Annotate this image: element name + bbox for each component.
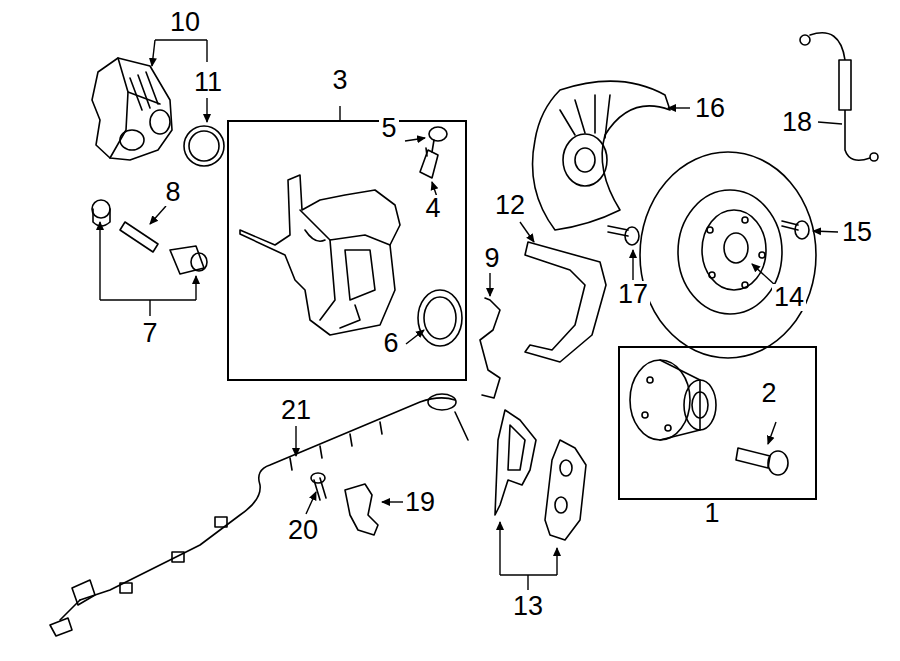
callout-number: 15: [840, 219, 874, 246]
callout-number: 20: [286, 517, 320, 544]
callout-number: 13: [511, 593, 545, 620]
callout-number: 21: [279, 397, 313, 424]
callout-number: 2: [759, 380, 778, 407]
callout-number: 4: [423, 195, 442, 222]
callout-number: 9: [482, 245, 501, 272]
callout-number: 1: [702, 500, 721, 527]
callout-number: 16: [693, 95, 727, 122]
callout-number: 14: [772, 284, 806, 311]
callout-number: 7: [140, 320, 159, 347]
callout-number: 12: [493, 192, 527, 219]
callout-number: 11: [192, 69, 224, 96]
callout-number: 5: [379, 115, 398, 142]
callout-number: 3: [330, 67, 349, 94]
callout-number: 6: [381, 330, 400, 357]
group-box: 12: [618, 346, 817, 500]
callout-number: 18: [780, 109, 814, 136]
callout-number: 17: [616, 281, 650, 308]
callout-number: 19: [403, 489, 437, 516]
callout-number: 8: [163, 179, 182, 206]
group-box: 3546: [227, 120, 467, 381]
callout-number: 10: [168, 9, 202, 36]
